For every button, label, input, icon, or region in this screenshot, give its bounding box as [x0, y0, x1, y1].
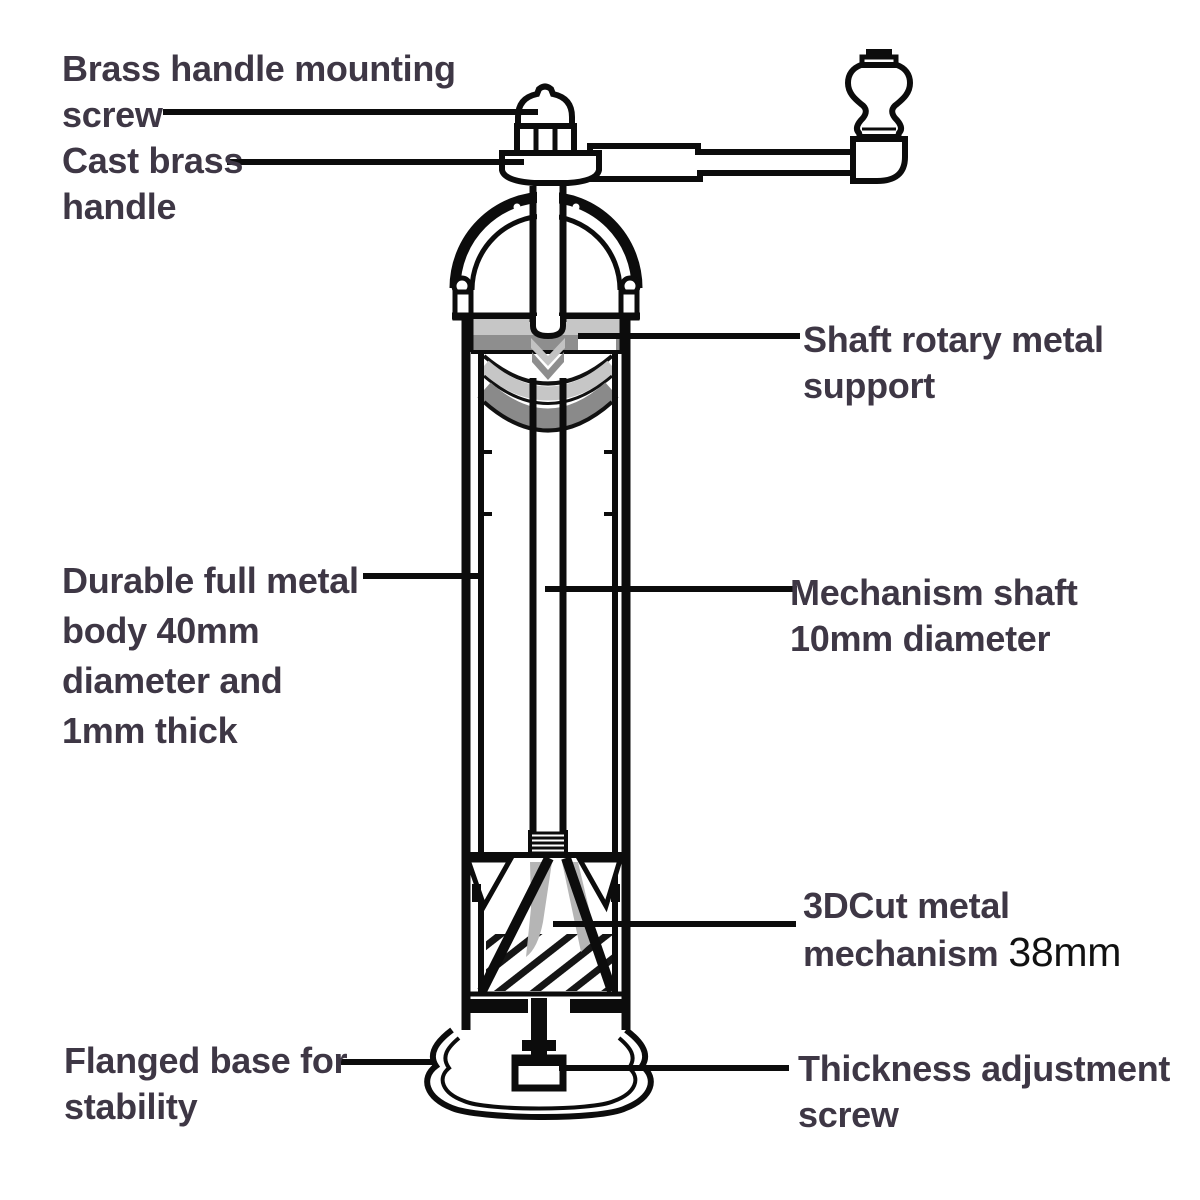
handle-knob — [844, 49, 914, 140]
crank-handle — [587, 49, 914, 184]
label-shaft-support: Shaft rotary metal support — [803, 317, 1104, 409]
inner-spring-washers — [477, 354, 619, 433]
label-line-part: mechanism — [803, 933, 999, 974]
label-line: stability — [64, 1086, 198, 1127]
grinding-mechanism — [464, 852, 624, 994]
label-mounting-screw: Brass handle mounting screw — [62, 46, 456, 138]
mounting-screw-dome — [515, 83, 575, 129]
mounting-screw-nut — [514, 123, 577, 156]
mechanism-size-note: 38mm — [1008, 929, 1122, 975]
threaded-shaft-section — [528, 830, 568, 855]
label-line: 10mm diameter — [790, 618, 1051, 659]
label-cast-handle: Cast brass handle — [62, 138, 243, 230]
label-body: Durable full metal body 40mm diameter an… — [62, 556, 359, 756]
leader-lines — [163, 109, 800, 1071]
label-base: Flanged base for stability — [64, 1038, 348, 1130]
label-line: 1mm thick — [62, 710, 238, 751]
label-line: Durable full metal — [62, 560, 359, 601]
cast-handle-hub — [499, 150, 602, 186]
label-line: Flanged base for — [64, 1040, 348, 1081]
label-line: support — [803, 365, 935, 406]
label-line: Brass handle mounting — [62, 48, 456, 89]
crank-elbow — [850, 136, 908, 184]
label-line: body 40mm — [62, 610, 260, 651]
label-line: screw — [62, 94, 163, 135]
label-mechanism-shaft: Mechanism shaft 10mm diameter — [790, 570, 1078, 662]
mechanism-shaft-lower — [529, 378, 567, 832]
label-line: Mechanism shaft — [790, 572, 1078, 613]
label-adjustment-screw: Thickness adjustment screw — [798, 1046, 1170, 1138]
label-line: Thickness adjustment — [798, 1048, 1171, 1089]
label-line: Cast brass — [62, 140, 244, 181]
label-line: 3DCut metal — [803, 885, 1010, 926]
shaft-tip-shading — [531, 338, 565, 380]
label-line: diameter and — [62, 660, 283, 701]
mechanism-shaft — [513, 186, 580, 340]
label-line: Shaft rotary metal — [803, 319, 1104, 360]
label-line: screw — [798, 1094, 899, 1135]
bottom-plate — [466, 991, 626, 1013]
mounting-screw-assembly — [499, 83, 602, 186]
label-line: handle — [62, 186, 177, 227]
thickness-adjustment-screw — [511, 998, 567, 1092]
